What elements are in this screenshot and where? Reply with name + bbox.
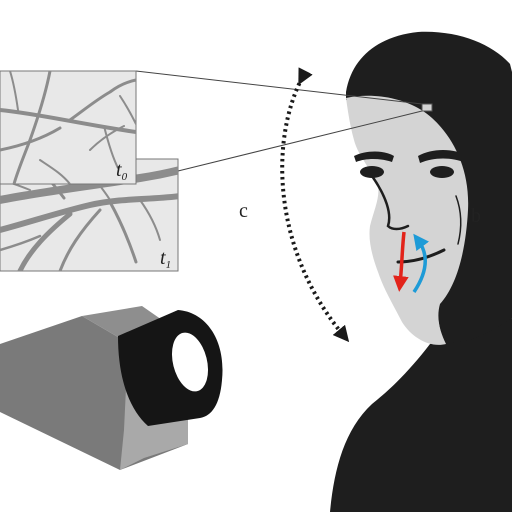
camera-lens-opening bbox=[171, 332, 209, 392]
vessel-frame-t0 bbox=[0, 70, 137, 185]
exhale-arrow bbox=[393, 231, 409, 292]
person-eye-right bbox=[430, 166, 454, 178]
person-cheek-line bbox=[455, 195, 462, 245]
frame-t0-label: t0 bbox=[116, 159, 128, 183]
person-eyebrow-right bbox=[418, 150, 468, 163]
camera-icon bbox=[0, 306, 223, 470]
person-eye-left bbox=[360, 166, 384, 178]
frame-t1-label: t1 bbox=[160, 247, 171, 271]
person-icon bbox=[330, 31, 512, 512]
person-hair bbox=[346, 31, 512, 344]
inhale-arrow bbox=[412, 233, 430, 293]
person-eyebrow-left bbox=[354, 151, 394, 162]
curved-double-arrow-icon bbox=[280, 67, 350, 343]
breath-arrows-icon bbox=[393, 231, 430, 293]
motion-label: c bbox=[239, 200, 248, 222]
face-label: b bbox=[471, 205, 481, 227]
person-body bbox=[330, 318, 512, 512]
forehead-roi-marker bbox=[421, 103, 433, 112]
person-nose bbox=[370, 174, 410, 231]
